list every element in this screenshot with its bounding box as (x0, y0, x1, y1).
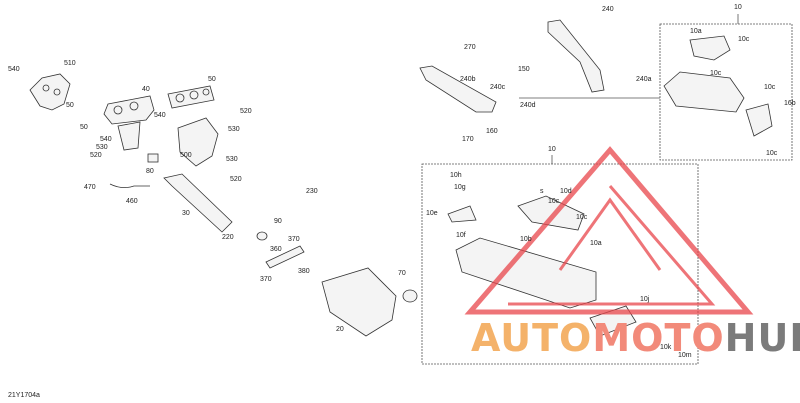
callout-540: 540 (8, 66, 20, 73)
callout-10b: 10b (520, 236, 532, 243)
callout-10c: 10c (738, 36, 750, 43)
part-70 (402, 289, 418, 303)
part-90 (256, 231, 268, 241)
callout-30: 30 (182, 210, 190, 217)
callout-50: 50 (208, 76, 216, 83)
callout-150: 150 (518, 66, 530, 73)
part-30 (163, 173, 233, 233)
callout-70: 70 (398, 270, 406, 277)
watermark-part1: AUTO (471, 316, 593, 360)
callout-470: 470 (84, 184, 96, 191)
part-10-muffler (455, 237, 597, 309)
callout-240: 240 (602, 6, 614, 13)
callout-20: 20 (336, 326, 344, 333)
callout-370: 370 (260, 276, 272, 283)
callout-10c: 10c (710, 70, 722, 77)
callout-360: 360 (270, 246, 282, 253)
callout-80: 80 (146, 168, 154, 175)
callout-10g: 10g (454, 184, 466, 191)
callout-90: 90 (274, 218, 282, 225)
part-10d-shield (517, 195, 585, 231)
part-360 (265, 245, 305, 269)
part-50 (167, 85, 215, 109)
callout-240d: 240d (520, 102, 536, 109)
callout-10c: 10c (766, 150, 778, 157)
part-460 (109, 183, 150, 188)
callout-10k: 10k (660, 344, 672, 351)
top-right-frame-box (659, 23, 793, 161)
part-10-muffler-top (663, 71, 745, 113)
callout-10e: 10e (426, 210, 438, 217)
callout-s: s (540, 188, 544, 195)
callout-530: 530 (226, 156, 238, 163)
callout-370: 370 (288, 236, 300, 243)
callout-40: 40 (142, 86, 150, 93)
callout-50: 50 (80, 124, 88, 131)
callout-10: 10 (734, 4, 742, 11)
callout-50: 50 (66, 102, 74, 109)
diagram-code: 21Y1704a (8, 392, 40, 399)
part-10a-shield (689, 35, 731, 61)
callout-520: 520 (240, 108, 252, 115)
callout-10d: 10d (560, 188, 572, 195)
callout-520: 520 (90, 152, 102, 159)
callout-530: 530 (96, 144, 108, 151)
callout-10c: 10c (576, 214, 588, 221)
callout-10h: 10h (450, 172, 462, 179)
callout-10c: 10c (548, 198, 560, 205)
part-240b (419, 65, 497, 113)
part-20 (321, 267, 397, 337)
right-frame-box (421, 163, 699, 365)
callout-380: 380 (298, 268, 310, 275)
watermark-text: AUTOMOTOHUB (471, 318, 800, 358)
callout-10j: 10j (640, 296, 650, 303)
callout-16b: 16b (784, 100, 796, 107)
callout-270: 270 (464, 44, 476, 51)
callout-500: 500 (180, 152, 192, 159)
callout-10-box: 10 (548, 146, 556, 153)
part-240 (547, 19, 605, 93)
watermark-part3: HUB (724, 316, 800, 360)
callout-540: 540 (100, 136, 112, 143)
callout-530: 530 (228, 126, 240, 133)
callout-540: 540 (154, 112, 166, 119)
callout-10a: 10a (690, 28, 702, 35)
callout-510: 510 (64, 60, 76, 67)
callout-10a: 10a (590, 240, 602, 247)
watermark-part2: MOTO (592, 316, 725, 360)
callout-160: 160 (486, 128, 498, 135)
callout-220: 220 (222, 234, 234, 241)
callout-230: 230 (306, 188, 318, 195)
callout-170: 170 (462, 136, 474, 143)
callout-240a: 240a (636, 76, 652, 83)
part-16b-shield (745, 103, 773, 137)
watermark-logo (464, 146, 754, 315)
part-10e-shield (447, 205, 477, 223)
callout-240b: 240b (460, 76, 476, 83)
callout-10c: 10c (764, 84, 776, 91)
part-40 (103, 95, 155, 125)
callout-10m: 10m (678, 352, 692, 359)
callout-10f: 10f (456, 232, 466, 239)
callout-460: 460 (126, 198, 138, 205)
part-510 (29, 73, 71, 111)
callout-240c: 240c (490, 84, 506, 91)
part-80 (147, 153, 159, 163)
part-500 (177, 117, 219, 167)
callout-520: 520 (230, 176, 242, 183)
